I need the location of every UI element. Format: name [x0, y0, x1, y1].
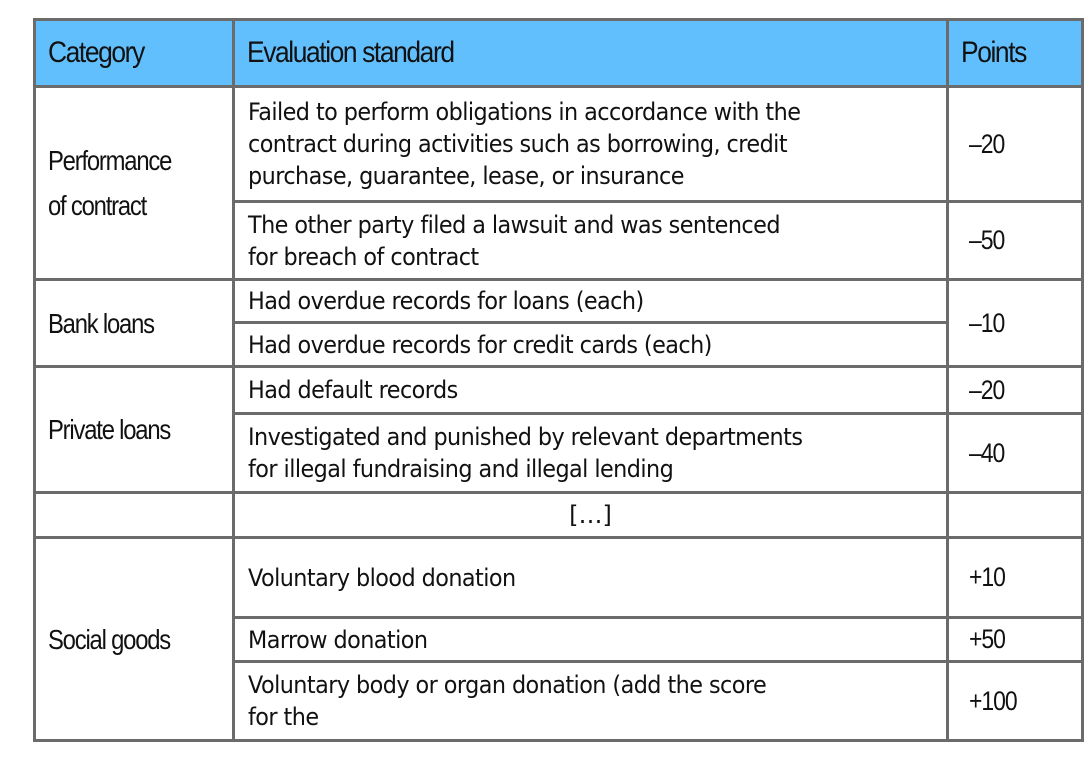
points-cell: –20 [946, 85, 1084, 203]
standard-cell: Voluntary body or organ donation (add th… [232, 660, 949, 742]
category-cell: Social goods [33, 536, 235, 742]
empty-cell [946, 491, 1084, 539]
points-cell: +50 [946, 616, 1084, 663]
table-row: Performance of contract Failed to perfor… [33, 85, 1084, 281]
column-header-standard: Evaluation standard [232, 18, 949, 88]
points-cell: –20 [946, 365, 1084, 415]
category-cell: Performance of contract [33, 85, 235, 281]
standard-cell: The other party filed a lawsuit and was … [232, 200, 949, 281]
table-row: Marrow donation +50 [35, 616, 1084, 663]
standard-cell: Marrow donation [232, 616, 949, 663]
ellipsis-row: […] [33, 491, 1084, 539]
empty-cell [33, 491, 235, 539]
table-row: Investigated and punished by relevant de… [35, 412, 1084, 494]
standard-cell: Had overdue records for credit cards (ea… [232, 321, 949, 368]
table-row: Social goods Voluntary blood donation +1… [33, 536, 1084, 742]
standard-cell: Failed to perform obligations in accorda… [232, 85, 949, 203]
points-cell: +10 [946, 536, 1084, 619]
table-row: The other party filed a lawsuit and was … [35, 200, 1084, 281]
evaluation-table: Category Evaluation standard Points Perf… [33, 18, 1084, 742]
category-cell: Bank loans [33, 278, 235, 368]
ellipsis-cell: […] [232, 491, 949, 539]
column-header-category: Category [33, 18, 235, 88]
table-row: Bank loans Had overdue records for loans… [33, 278, 1084, 368]
points-cell: –10 [946, 278, 1084, 368]
standard-cell: Investigated and punished by relevant de… [232, 412, 949, 494]
table-row: Private loans Had default records –20 [33, 365, 1084, 494]
points-cell: –40 [946, 412, 1084, 494]
standard-cell: Had default records [232, 365, 949, 415]
table-row: Voluntary body or organ donation (add th… [35, 660, 1084, 742]
points-cell: +100 [946, 660, 1084, 742]
category-cell: Private loans [33, 365, 235, 494]
table-header-row: Category Evaluation standard Points [33, 18, 1084, 88]
column-header-points: Points [946, 18, 1084, 88]
points-cell: –50 [946, 200, 1084, 281]
table-row: Had overdue records for credit cards (ea… [35, 321, 1083, 368]
standard-cell: Had overdue records for loans (each) [232, 278, 949, 324]
standard-cell: Voluntary blood donation [232, 536, 949, 619]
